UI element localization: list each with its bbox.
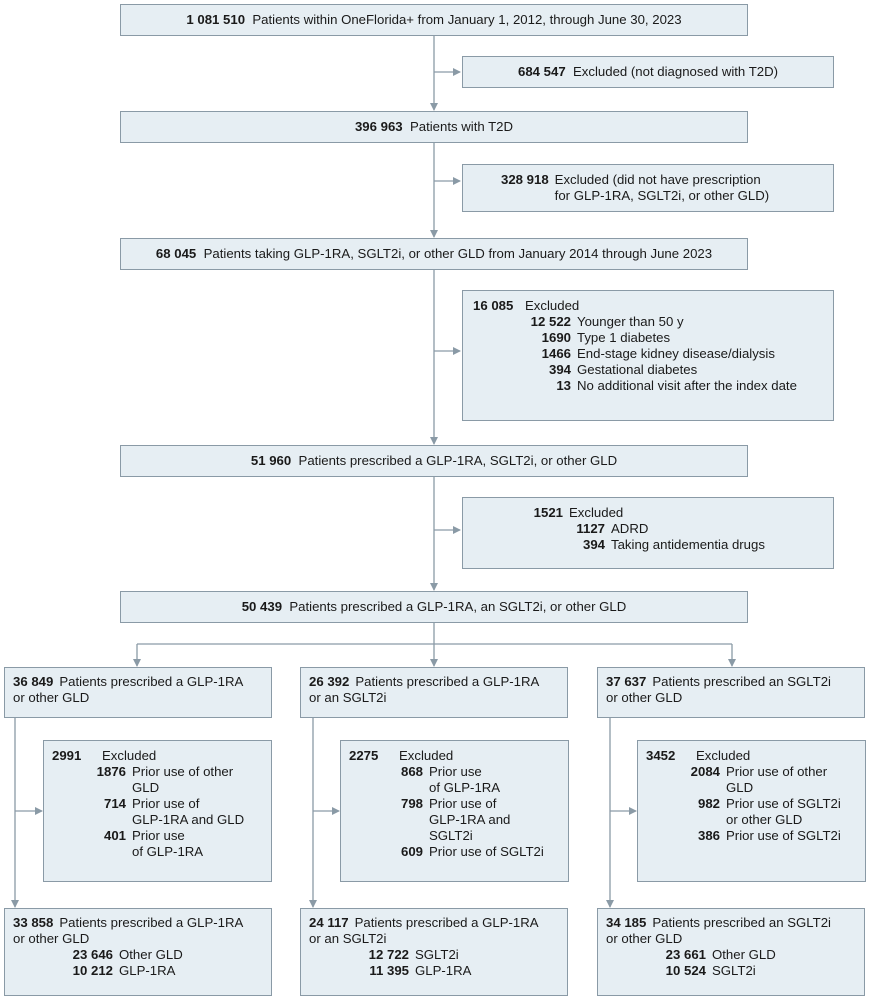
flow-box-all-patients: 1 081 510 Patients within OneFlorida+ fr… (120, 4, 748, 36)
flow-box-final-cohort: 50 439 Patients prescribed a GLP-1RA, an… (120, 591, 748, 623)
count: 3452 (646, 748, 676, 763)
count: 26 392 (309, 674, 350, 689)
count: 2991 (52, 748, 82, 763)
label: Excluded (525, 298, 580, 313)
exclusion-box-no-prescription: 328 918 Excluded (did not have prescript… (462, 164, 834, 212)
count: 1521 (533, 505, 563, 520)
flow-box-taking-drugs: 68 045 Patients taking GLP-1RA, SGLT2i, … (120, 238, 748, 270)
branch-1-group-box: 36 849 Patients prescribed a GLP-1RA or o… (4, 667, 272, 718)
exclusion-box-no-t2d: 684 547 Excluded (not diagnosed with T2D… (462, 56, 834, 88)
label-line-2: or other GLD (13, 931, 90, 946)
count: 37 637 (606, 674, 647, 689)
flow-box-t2d: 396 963 Patients with T2D (120, 111, 748, 143)
label-line-2: or an SGLT2i (309, 931, 387, 946)
label: Patients prescribed a GLP-1RA (59, 674, 244, 689)
label-line-2: for GLP-1RA, SGLT2i, or other GLD) (554, 188, 770, 203)
count: 684 547 (517, 64, 566, 79)
label-line-2: or other GLD (606, 931, 683, 946)
label-line-1: Excluded (did not have prescription (554, 172, 761, 187)
flow-box-prescribed: 51 960 Patients prescribed a GLP-1RA, SG… (120, 445, 748, 477)
count: 34 185 (606, 915, 647, 930)
label: Excluded (569, 505, 624, 520)
branch-3-result-box: 34 185 Patients prescribed an SGLT2i or o… (597, 908, 865, 996)
label-line-2: or other GLD (606, 690, 683, 705)
branch-1-result-box: 33 858 Patients prescribed a GLP-1RA or o… (4, 908, 272, 996)
label: Excluded (102, 748, 157, 763)
label: Patients prescribed an SGLT2i (652, 915, 831, 930)
count: 396 963 (354, 119, 403, 134)
count: 328 918 (501, 172, 549, 187)
count: 16 085 (473, 298, 514, 313)
branch-2-result-box: 24 117 Patients prescribed a GLP-1RA or a… (300, 908, 568, 996)
branch-2-group-box: 26 392 Patients prescribed a GLP-1RA or a… (300, 667, 568, 718)
count: 36 849 (13, 674, 54, 689)
count: 33 858 (13, 915, 54, 930)
label: Patients prescribed a GLP-1RA (59, 915, 244, 930)
label: Patients prescribed a GLP-1RA (354, 915, 539, 930)
count: 2275 (349, 748, 379, 763)
count: 51 960 (250, 453, 292, 468)
branch-3-group-box: 37 637 Patients prescribed an SGLT2i or o… (597, 667, 865, 718)
count: 68 045 (155, 246, 197, 261)
label: Patients within OneFlorida+ from January… (252, 12, 682, 27)
count: 24 117 (309, 915, 349, 930)
label-line-2: or an SGLT2i (309, 690, 387, 705)
count: 50 439 (241, 599, 283, 614)
label: Excluded (399, 748, 454, 763)
label: Excluded (696, 748, 751, 763)
label-line-2: or other GLD (13, 690, 90, 705)
label: Patients taking GLP-1RA, SGLT2i, or othe… (203, 246, 713, 261)
label: Patients prescribed a GLP-1RA (355, 674, 540, 689)
label: Patients prescribed an SGLT2i (652, 674, 831, 689)
label: Patients prescribed a GLP-1RA, SGLT2i, o… (298, 453, 618, 468)
label: Patients prescribed a GLP-1RA, an SGLT2i… (289, 599, 627, 614)
label: Excluded (not diagnosed with T2D) (572, 64, 778, 79)
label: Patients with T2D (409, 119, 514, 134)
count: 1 081 510 (186, 12, 246, 27)
